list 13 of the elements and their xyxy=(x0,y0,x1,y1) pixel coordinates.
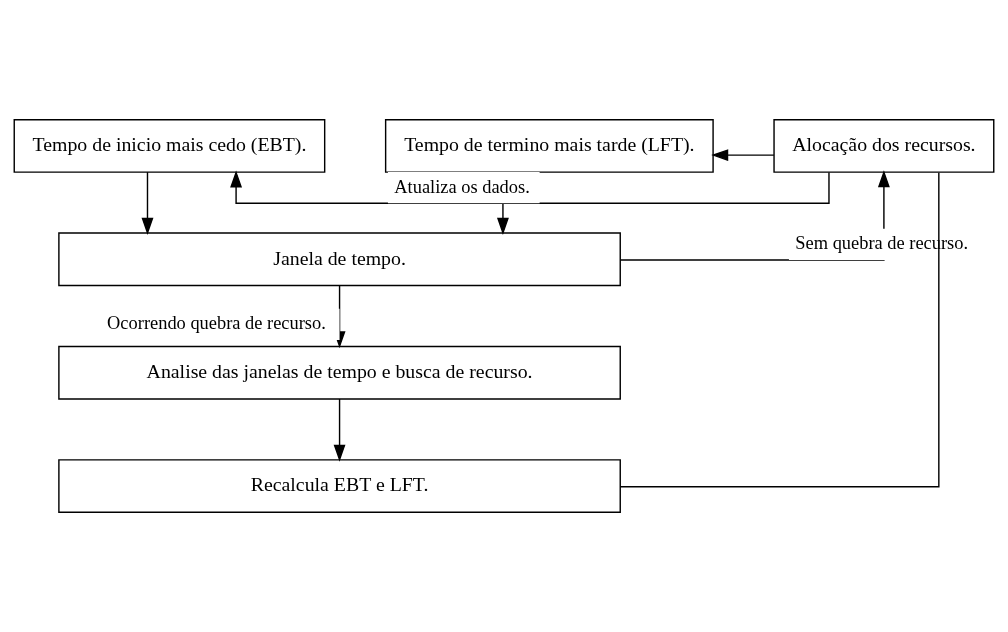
arrow xyxy=(619,170,890,261)
node-box: Alocação dos recursos. xyxy=(773,118,995,173)
node-box: Tempo de inicio mais cedo (EBT). xyxy=(13,118,326,173)
node-box: Tempo de termino mais tarde (LFT). xyxy=(384,118,714,173)
arrow xyxy=(141,171,154,235)
connector xyxy=(619,171,940,488)
node-box: Analise das janelas de tempo e busca de recurso. xyxy=(58,345,621,400)
edge-label: Ocorrendo quebra de recurso. xyxy=(107,313,326,334)
node-box: Janela de tempo. xyxy=(58,232,621,287)
arrow xyxy=(333,398,346,462)
edge-label: Atualiza os dados. xyxy=(394,176,530,197)
arrow xyxy=(711,149,775,162)
node-box: Recalcula EBT e LFT. xyxy=(58,459,621,514)
